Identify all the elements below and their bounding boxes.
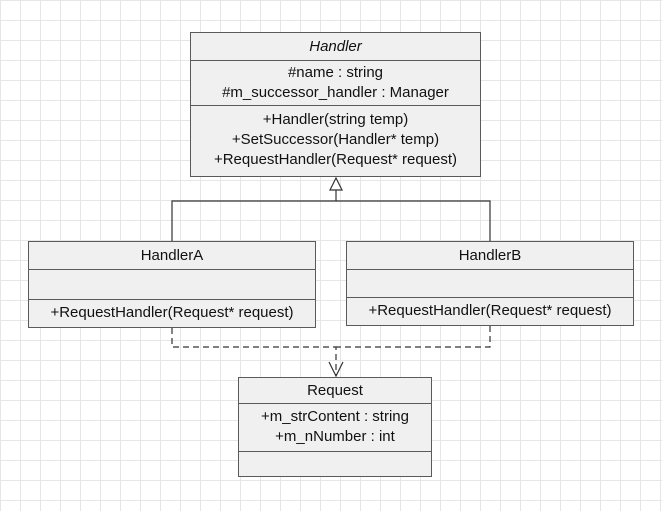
operations-compartment: +RequestHandler(Request* request) bbox=[29, 300, 315, 323]
attributes-compartment bbox=[347, 270, 633, 298]
class-name: HandlerA bbox=[140, 247, 204, 264]
generalization-arrowhead bbox=[329, 176, 343, 191]
attribute: +m_strContent : string bbox=[261, 408, 409, 425]
operations-compartment: +RequestHandler(Request* request) bbox=[347, 298, 633, 321]
operation: +RequestHandler(Request* request) bbox=[368, 302, 612, 319]
attributes-compartment bbox=[29, 270, 315, 300]
dependency-arrowhead bbox=[328, 361, 344, 378]
dependency-line-handlerA bbox=[171, 328, 337, 376]
class-handler[interactable]: Handler #name : string #m_successor_hand… bbox=[190, 32, 481, 177]
class-handlerA[interactable]: HandlerA +RequestHandler(Request* reques… bbox=[28, 241, 316, 328]
class-name: HandlerB bbox=[458, 247, 522, 264]
attribute: #name : string bbox=[287, 64, 384, 81]
class-handlerB[interactable]: HandlerB +RequestHandler(Request* reques… bbox=[346, 241, 634, 326]
generalization-line-handlerA bbox=[171, 190, 337, 241]
operation: +RequestHandler(Request* request) bbox=[50, 304, 294, 321]
dependency-line-handlerB bbox=[336, 326, 491, 348]
class-name: Request bbox=[307, 382, 363, 399]
class-name: Handler bbox=[309, 38, 362, 55]
operation: +SetSuccessor(Handler* temp) bbox=[231, 131, 440, 148]
attribute: #m_successor_handler : Manager bbox=[222, 84, 449, 101]
attribute: +m_nNumber : int bbox=[275, 428, 395, 445]
attributes-compartment: +m_strContent : string +m_nNumber : int bbox=[239, 404, 431, 452]
operation: +RequestHandler(Request* request) bbox=[213, 151, 458, 168]
attributes-compartment: #name : string #m_successor_handler : Ma… bbox=[191, 61, 480, 106]
operations-compartment: +Handler(string temp) +SetSuccessor(Hand… bbox=[191, 106, 480, 170]
operation: +Handler(string temp) bbox=[262, 111, 409, 128]
generalization-line-handlerB bbox=[336, 200, 491, 241]
class-request[interactable]: Request +m_strContent : string +m_nNumbe… bbox=[238, 377, 432, 477]
